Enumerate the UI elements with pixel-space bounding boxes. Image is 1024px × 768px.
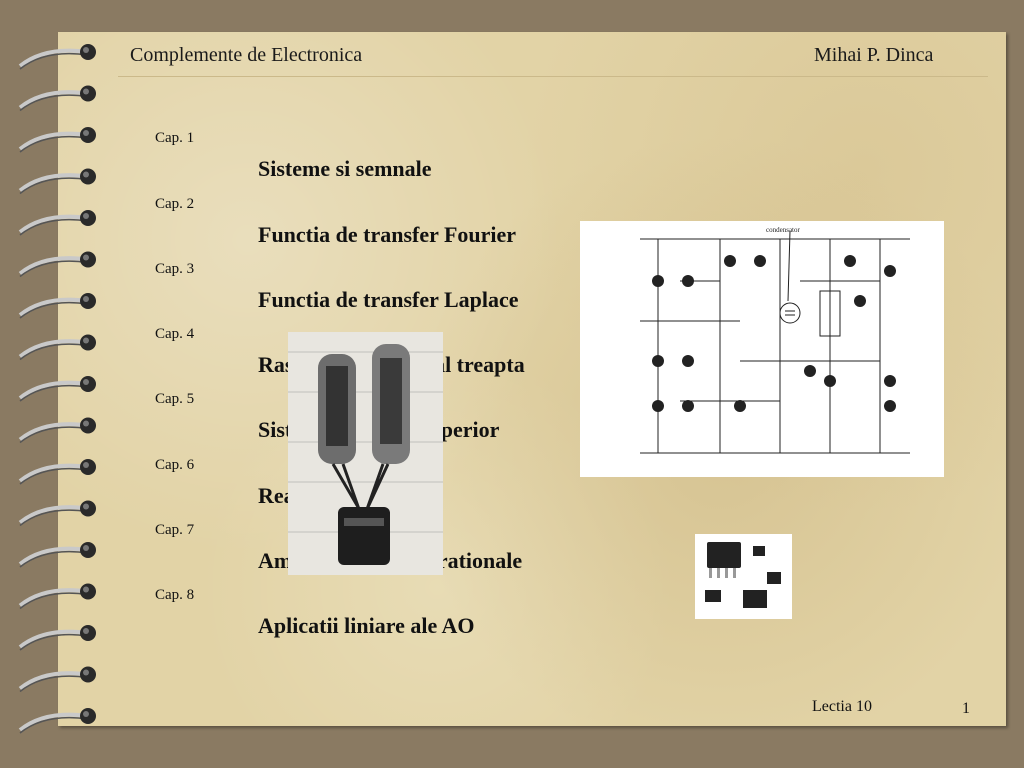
header-divider <box>118 76 988 77</box>
binding-hole-highlight <box>83 420 89 427</box>
vacuum-tube-picture <box>288 344 443 565</box>
spiral-ring-shadow <box>19 260 89 278</box>
spiral-ring <box>18 463 89 483</box>
binding-hole-highlight <box>83 254 89 261</box>
spiral-ring-shadow <box>19 592 89 610</box>
binding-hole-highlight <box>83 296 89 302</box>
spiral-ring-shadow <box>19 343 89 361</box>
spiral-ring <box>18 546 89 566</box>
spiral-ring <box>18 588 89 608</box>
binding-hole-highlight <box>83 711 89 717</box>
spiral-ring <box>18 297 89 317</box>
chapter-number: Cap. 7 <box>155 522 195 538</box>
spiral-ring <box>18 256 89 276</box>
chapter-title[interactable]: Aplicatii liniare ale AO <box>258 613 475 638</box>
spiral-ring-shadow <box>19 52 89 70</box>
spiral-ring <box>18 214 89 234</box>
ic-chips-picture <box>705 542 781 608</box>
chapter-number: Cap. 4 <box>155 326 195 342</box>
spiral-ring-shadow <box>19 550 89 568</box>
spiral-ring <box>18 48 89 68</box>
spiral-ring <box>18 173 89 193</box>
binding-hole-highlight <box>83 503 89 510</box>
spiral-ring-shadow <box>19 94 89 112</box>
binding-hole-highlight <box>83 379 89 385</box>
binding-hole-highlight <box>83 47 89 53</box>
chapter-number: Cap. 2 <box>155 196 195 212</box>
spiral-ring-shadow <box>19 135 89 153</box>
spiral-ring-shadow <box>19 426 89 444</box>
spiral-ring-shadow <box>19 675 89 693</box>
spiral-ring-shadow <box>19 218 89 236</box>
chapter-title[interactable]: Sisteme si semnale <box>258 156 432 181</box>
spiral-ring <box>18 629 89 649</box>
chapter-number: Cap. 3 <box>155 261 195 277</box>
binding-hole-highlight <box>83 88 89 95</box>
spiral-ring <box>18 131 89 151</box>
lesson-label: Lectia 10 <box>812 698 872 715</box>
course-title: Complemente de Electronica <box>130 44 363 66</box>
chapter-number: Cap. 1 <box>155 130 195 146</box>
binding-hole-highlight <box>83 628 89 634</box>
binding-hole-highlight <box>83 669 89 676</box>
spiral-ring-shadow <box>19 716 89 734</box>
spiral-ring <box>18 671 89 691</box>
capacitor-label: condensator <box>766 226 800 234</box>
circuit-diagram: condensator <box>640 226 910 454</box>
binding-hole-highlight <box>83 586 89 593</box>
page-number: 1 <box>962 700 970 717</box>
spiral-ring-shadow <box>19 177 89 195</box>
author-name: Mihai P. Dinca <box>814 44 934 66</box>
chapter-title[interactable]: Functia de transfer Fourier <box>258 222 517 247</box>
spiral-ring <box>18 380 89 400</box>
chapter-number: Cap. 6 <box>155 457 195 473</box>
spiral-ring <box>18 422 89 442</box>
chapter-title[interactable]: Functia de transfer Laplace <box>258 287 519 312</box>
binding-hole-highlight <box>83 337 89 344</box>
spiral-ring-shadow <box>19 301 89 319</box>
binding-hole-highlight <box>83 213 89 219</box>
opamp-schematic-image: condensator <box>580 221 944 477</box>
binding-hole-highlight <box>83 130 89 136</box>
spiral-ring <box>18 339 89 359</box>
spiral-ring <box>18 505 89 525</box>
chapter-number: Cap. 8 <box>155 587 195 603</box>
spiral-binding <box>18 44 96 734</box>
chapter-number: Cap. 5 <box>155 391 195 407</box>
spiral-ring-shadow <box>19 384 89 402</box>
spiral-ring-shadow <box>19 509 89 527</box>
ic-chips-image <box>695 534 792 619</box>
spiral-ring-shadow <box>19 633 89 651</box>
spiral-ring <box>18 90 89 110</box>
binding-hole-highlight <box>83 462 89 468</box>
vacuum-tube-image <box>288 332 443 575</box>
binding-hole-highlight <box>83 545 89 551</box>
binding-hole-highlight <box>83 171 89 178</box>
spiral-ring <box>18 712 89 732</box>
spiral-ring-shadow <box>19 467 89 485</box>
